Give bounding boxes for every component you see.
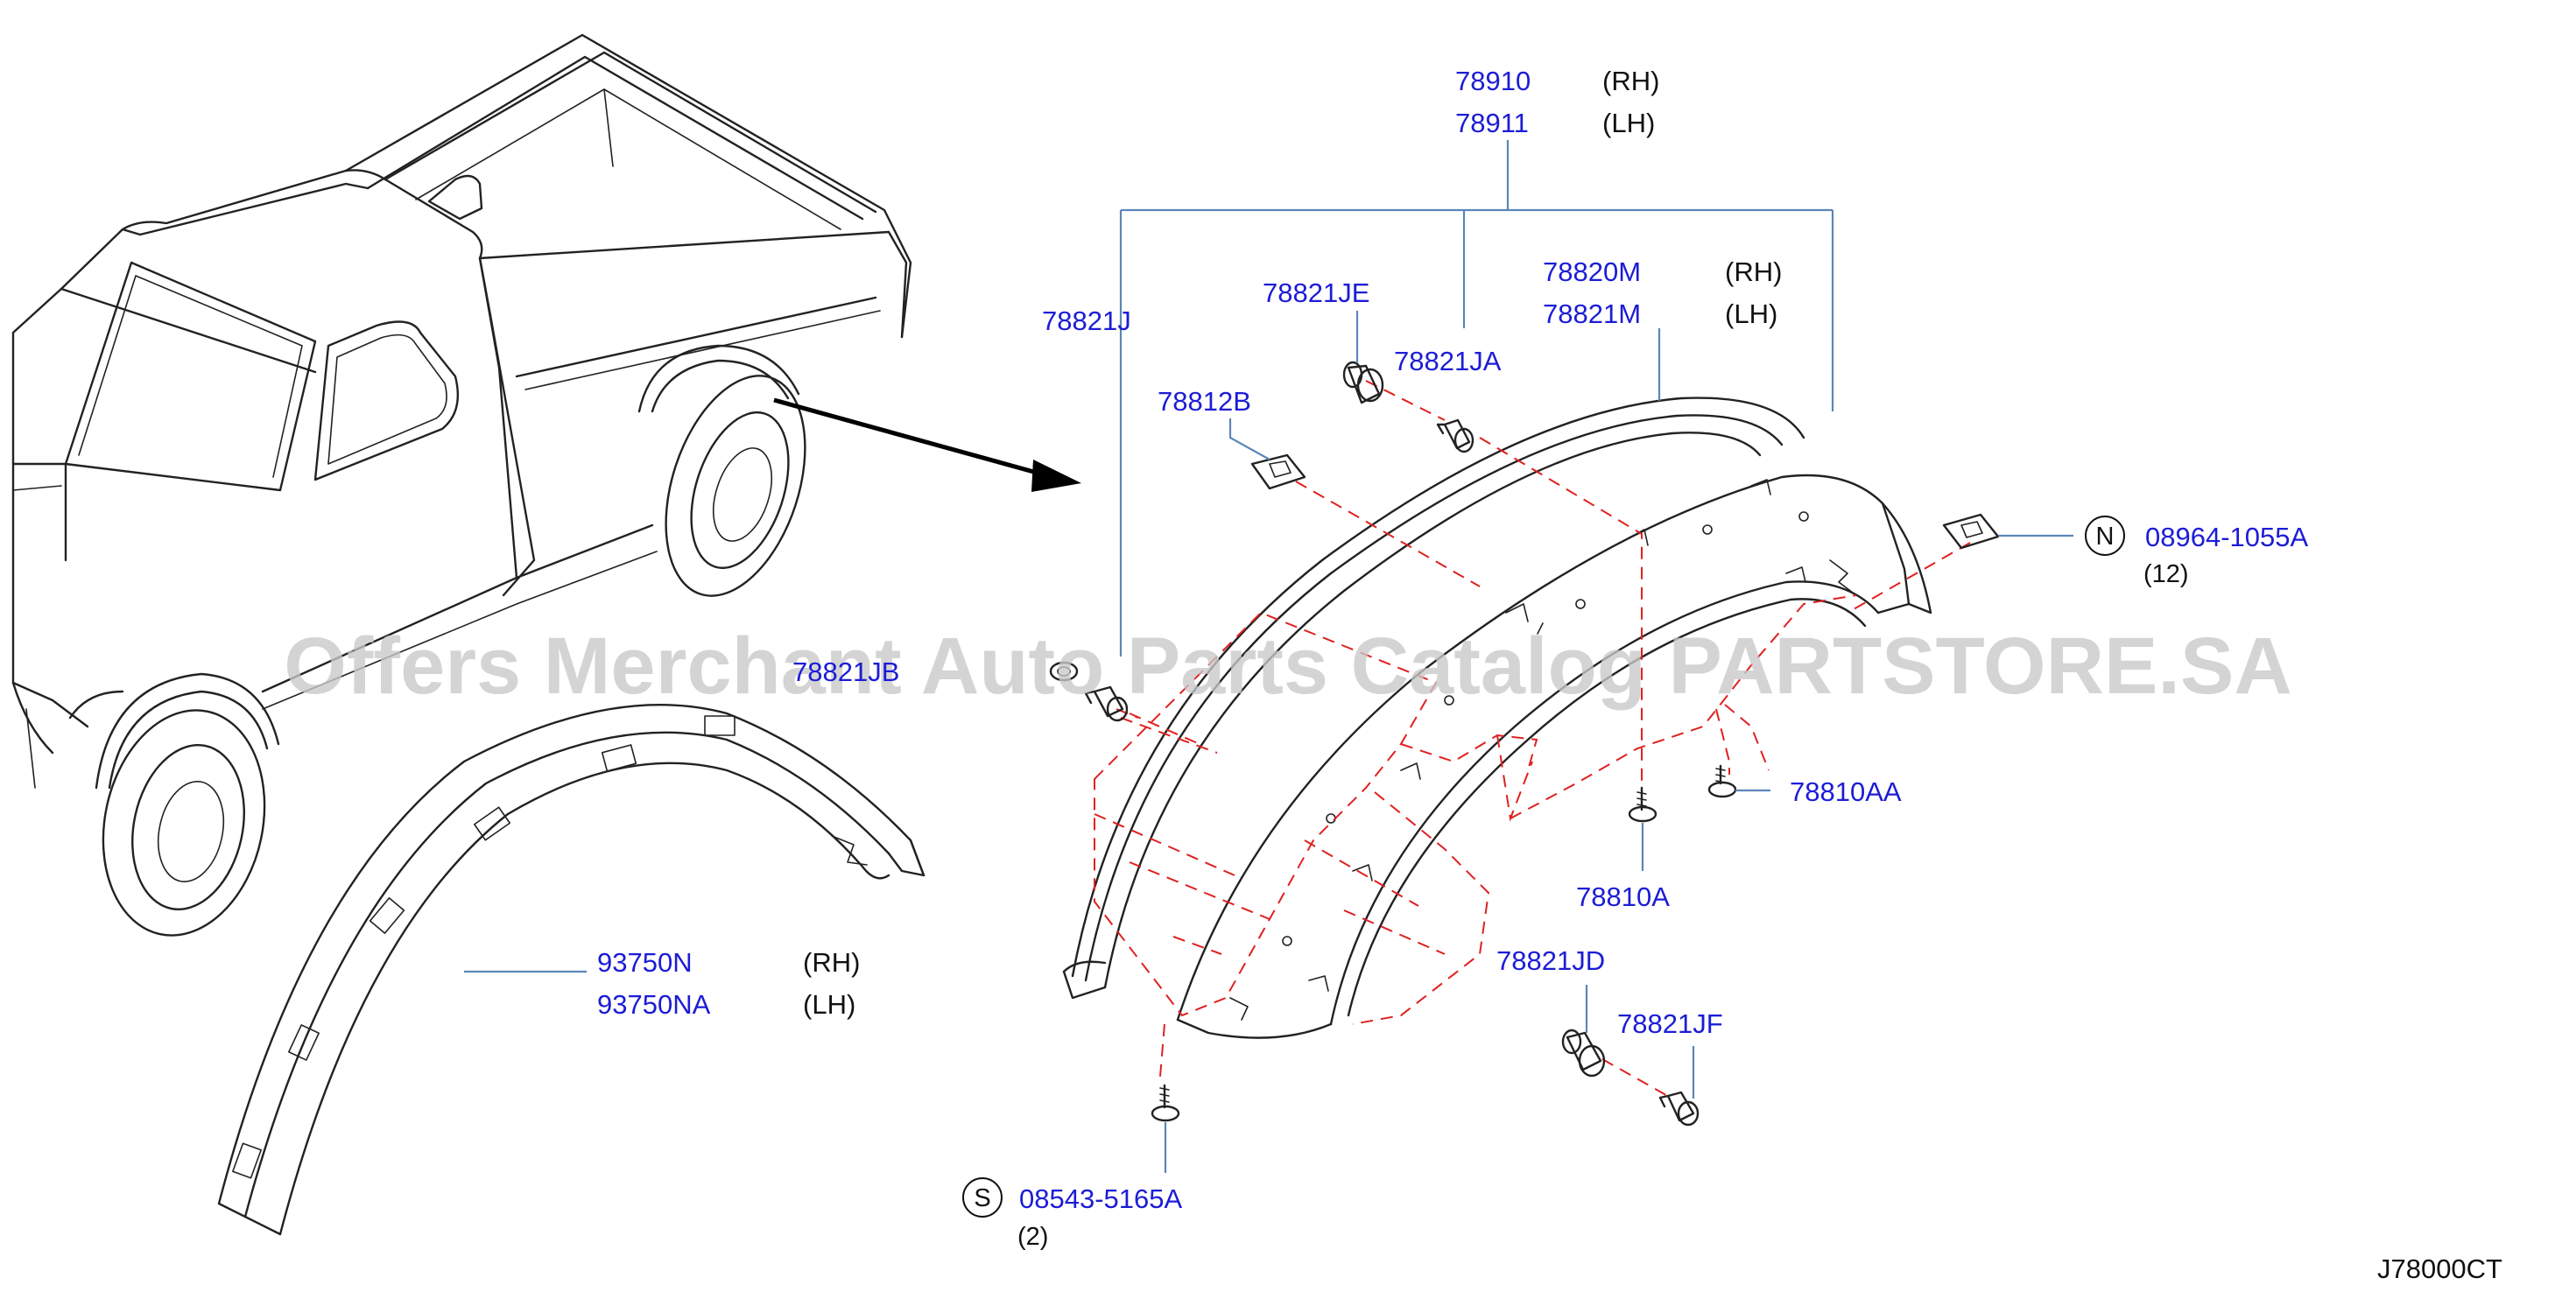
callout-78821JF[interactable]: 78821JF (1617, 1008, 1723, 1039)
callout-08543-symbol-circle (962, 1177, 1003, 1218)
detail-arrow (773, 397, 1081, 492)
callout-78810AA[interactable]: 78810AA (1790, 776, 1902, 807)
callout-08543-5165A[interactable]: 08543-5165A (1019, 1183, 1182, 1214)
callout-08964-symbol-circle (2085, 516, 2125, 556)
callout-78821JD[interactable]: 78821JD (1496, 945, 1605, 976)
fastener-78821JE-grommet (1342, 361, 1384, 404)
callout-78810A[interactable]: 78810A (1576, 881, 1670, 912)
callout-93750N-side: (RH) (803, 947, 860, 978)
hidden-lines (1094, 380, 1971, 1099)
callout-78820M[interactable]: 78820M (1543, 256, 1641, 287)
callout-78812B[interactable]: 78812B (1158, 386, 1251, 417)
callout-93750NA[interactable]: 93750NA (597, 989, 711, 1020)
leader-lines (464, 140, 2073, 1173)
callout-78821J[interactable]: 78821J (1042, 305, 1131, 336)
callout-78820M-side: (RH) (1725, 256, 1782, 287)
fastener-78810A-screw (1628, 786, 1658, 823)
fastener-78821JA-clip (1436, 418, 1475, 453)
callout-labels: 78910 (RH) 78911 (LH) 78821J 78821JE 788… (597, 66, 2502, 1284)
watermark: Offers Merchant Auto Parts Catalog PARTS… (284, 621, 2292, 711)
callout-08543-qty: (2) (1017, 1223, 1048, 1251)
fastener-78810AA-screw (1707, 764, 1737, 798)
callout-93750NA-side: (LH) (803, 989, 855, 1020)
callout-08964-symbol: N (2096, 523, 2115, 551)
fastener-78821JF-clip (1658, 1091, 1700, 1127)
callout-78911-side: (LH) (1602, 108, 1655, 138)
fastener-78821JB-grommet (1049, 661, 1079, 682)
truck-illustration (11, 33, 912, 937)
fastener-78821J-clip (1084, 685, 1129, 722)
callout-78911[interactable]: 78911 (1455, 108, 1529, 138)
diagram-code: J78000CT (2377, 1253, 2502, 1284)
callout-78821JA[interactable]: 78821JA (1394, 346, 1502, 376)
fender-liner-93750N (217, 704, 926, 1236)
callout-93750N[interactable]: 93750N (597, 947, 693, 978)
callout-78821JB[interactable]: 78821JB (792, 657, 899, 687)
fastener-08964-nut (1942, 513, 2000, 550)
fender-moulding-78820M (1176, 474, 1932, 1039)
callout-08543-symbol: S (974, 1184, 990, 1212)
fastener-08543-screw (1151, 1084, 1180, 1122)
fender-flare-78910 (1062, 397, 1805, 1000)
fastener-78821JD-grommet (1561, 1029, 1606, 1078)
callout-78821M[interactable]: 78821M (1543, 298, 1641, 329)
fastener-78812B-nut (1250, 453, 1306, 490)
callout-08964-qty: (12) (2143, 560, 2189, 588)
callout-78910-side: (RH) (1602, 66, 1659, 96)
callout-78821M-side: (LH) (1725, 298, 1777, 329)
callout-78821JE[interactable]: 78821JE (1263, 277, 1369, 308)
callout-08964-1055A[interactable]: 08964-1055A (2145, 522, 2308, 552)
callout-78910[interactable]: 78910 (1455, 66, 1531, 96)
